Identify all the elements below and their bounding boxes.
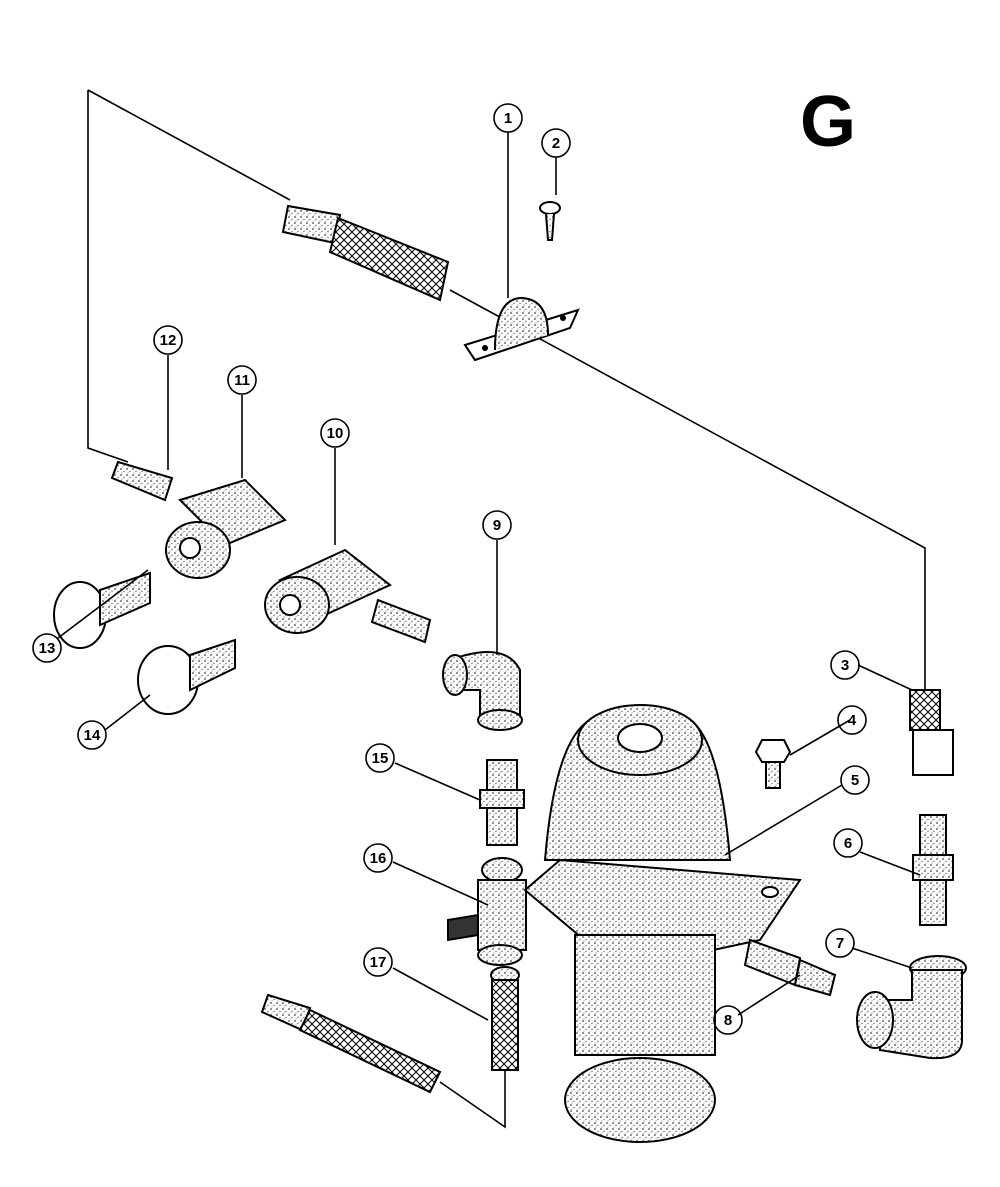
- callout-13: 13: [32, 633, 62, 663]
- section-letter: G: [800, 82, 857, 162]
- callout-2: 2: [541, 128, 571, 158]
- suction-hose: [260, 993, 442, 1094]
- hose-top: [281, 204, 450, 302]
- pipe-clamp: [463, 296, 580, 362]
- svg-text:9: 9: [493, 517, 501, 534]
- svg-text:6: 6: [844, 835, 852, 852]
- svg-text:17: 17: [370, 954, 387, 971]
- svg-text:11: 11: [234, 372, 250, 389]
- thumb-screw-13: [53, 571, 151, 649]
- callout-14: 14: [77, 720, 107, 750]
- leader-lines: [57, 132, 921, 1021]
- callout-10: 10: [320, 418, 350, 448]
- svg-text:16: 16: [370, 850, 387, 867]
- pump-body: [523, 704, 802, 1143]
- elbow-fitting-7: [856, 955, 967, 1060]
- svg-text:15: 15: [372, 750, 389, 767]
- callout-4: 4: [837, 705, 867, 735]
- svg-text:8: 8: [724, 1012, 732, 1029]
- svg-text:2: 2: [552, 135, 560, 152]
- callout-3: 3: [830, 650, 860, 680]
- screw: [539, 201, 561, 241]
- thumb-screw-14: [137, 638, 236, 715]
- svg-text:14: 14: [84, 727, 101, 744]
- nozzle-12: [110, 460, 174, 502]
- callout-15: 15: [365, 743, 395, 773]
- svg-text:13: 13: [39, 640, 56, 657]
- connector-block-11: [165, 478, 287, 579]
- callouts: 1 2 3 4 5 6 7 8 9 10 11 12 13 14 15 16 1…: [32, 103, 870, 1035]
- callout-6: 6: [833, 828, 863, 858]
- callout-9: 9: [482, 510, 512, 540]
- callout-1: 1: [493, 103, 523, 133]
- svg-text:3: 3: [841, 657, 849, 674]
- connector-block-10: [264, 548, 432, 644]
- callout-5: 5: [840, 765, 870, 795]
- callout-16: 16: [363, 843, 393, 873]
- adapter-6: [912, 814, 954, 926]
- hose-3: [909, 689, 954, 776]
- strainer-17: [490, 966, 520, 1071]
- callout-7: 7: [825, 928, 855, 958]
- svg-text:7: 7: [836, 935, 844, 952]
- elbow-fitting-9: [442, 651, 523, 731]
- callout-8: 8: [713, 1005, 743, 1035]
- svg-text:4: 4: [848, 712, 857, 729]
- routing-lines: [87, 89, 926, 1129]
- callout-17: 17: [363, 947, 393, 977]
- nozzle-8: [743, 938, 837, 997]
- svg-text:1: 1: [504, 110, 512, 127]
- svg-text:10: 10: [327, 425, 344, 442]
- callout-11: 11: [227, 365, 257, 395]
- callout-12: 12: [153, 325, 183, 355]
- valve-tee-16: [447, 857, 527, 966]
- nipple-15: [479, 759, 525, 846]
- svg-text:5: 5: [851, 772, 859, 789]
- svg-text:12: 12: [160, 332, 177, 349]
- bolt-4: [754, 739, 792, 789]
